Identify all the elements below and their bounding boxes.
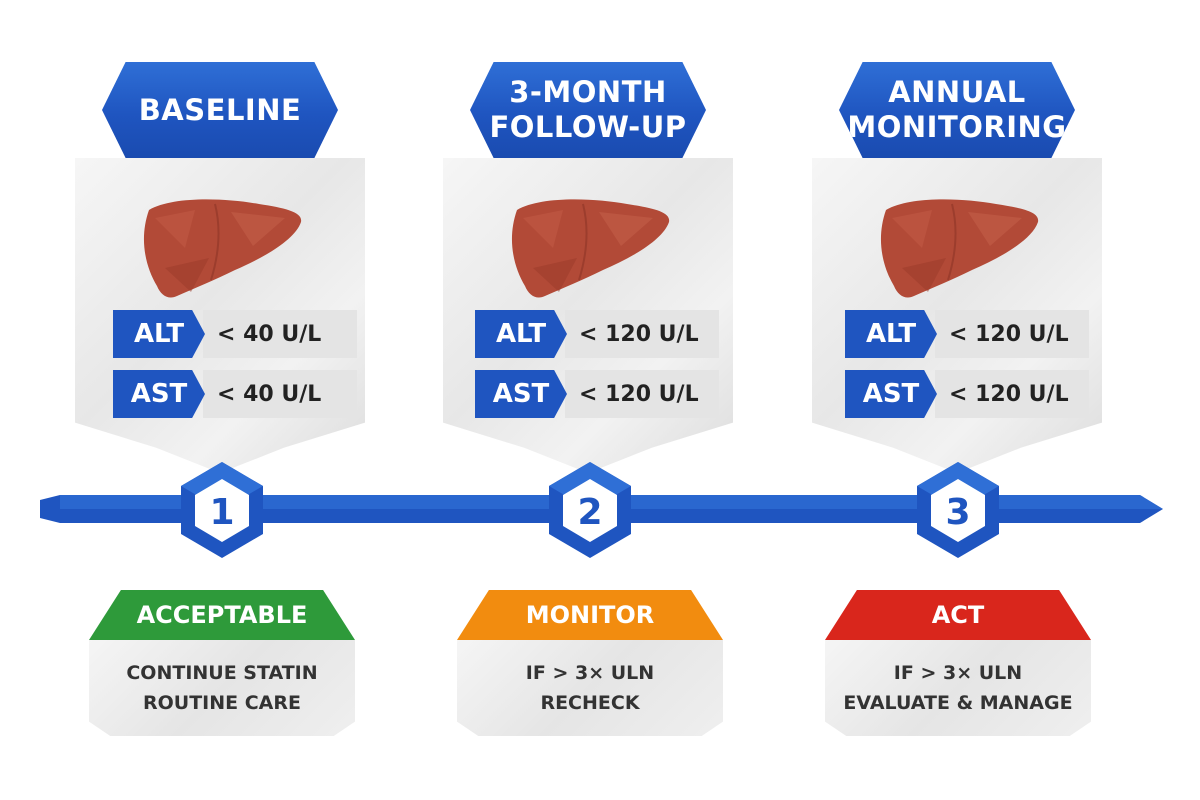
timeline-node-2 [549,462,631,558]
stage-title-line: BASELINE [138,92,302,127]
outcome-badge-act: ACT [825,590,1091,640]
outcome-line: IF > 3× ULN [893,662,1023,684]
metric-label: ALT [845,310,937,358]
outcome-badge-acceptable: ACCEPTABLE [89,590,355,640]
stage-title-3: ANNUAL MONITORING [839,62,1075,158]
outcome-line: CONTINUE STATIN [126,662,318,684]
outcome-line: ROUTINE CARE [143,692,301,714]
outcome-line: IF > 3× ULN [525,662,655,684]
metric-value: < 120 U/L [935,310,1089,358]
stage-title-line: ANNUAL [888,75,1026,109]
metric-label: ALT [475,310,567,358]
timeline-node-3 [917,462,999,558]
outcome-card-3: IF > 3× ULN EVALUATE & MANAGE [825,640,1091,736]
stage-title-1: BASELINE [102,62,338,158]
metric-row-ast: AST < 120 U/L [475,370,719,418]
metric-label: AST [845,370,937,418]
stage-title-line: MONITORING [847,110,1067,144]
metric-value: < 120 U/L [935,370,1089,418]
metric-label: ALT [113,310,205,358]
metric-row-alt: ALT < 120 U/L [845,310,1089,358]
outcome-line: EVALUATE & MANAGE [843,692,1073,714]
metric-value: < 40 U/L [203,370,357,418]
liver-icon [511,199,670,298]
metric-row-alt: ALT < 40 U/L [113,310,357,358]
stage-title-line: FOLLOW-UP [489,110,687,144]
outcome-card-1: CONTINUE STATIN ROUTINE CARE [89,640,355,736]
metric-label: AST [475,370,567,418]
metric-value: < 120 U/L [565,370,719,418]
metric-row-ast: AST < 40 U/L [113,370,357,418]
outcome-card-2: IF > 3× ULN RECHECK [457,640,723,736]
metric-value: < 40 U/L [203,310,357,358]
stage-title-2: 3-MONTH FOLLOW-UP [470,62,706,158]
step-number-1: 1 [209,492,235,533]
outcome-line: RECHECK [540,692,640,714]
stage-title-line: 3-MONTH [509,75,667,109]
timeline [40,462,1163,558]
outcome-badge-monitor: MONITOR [457,590,723,640]
metric-value: < 120 U/L [565,310,719,358]
step-number-3: 3 [945,492,971,533]
metric-row-alt: ALT < 120 U/L [475,310,719,358]
metric-label: AST [113,370,205,418]
step-number-2: 2 [577,492,603,533]
liver-icon [880,199,1039,298]
metric-row-ast: AST < 120 U/L [845,370,1089,418]
timeline-node-1 [181,462,263,558]
liver-icon [143,199,302,298]
